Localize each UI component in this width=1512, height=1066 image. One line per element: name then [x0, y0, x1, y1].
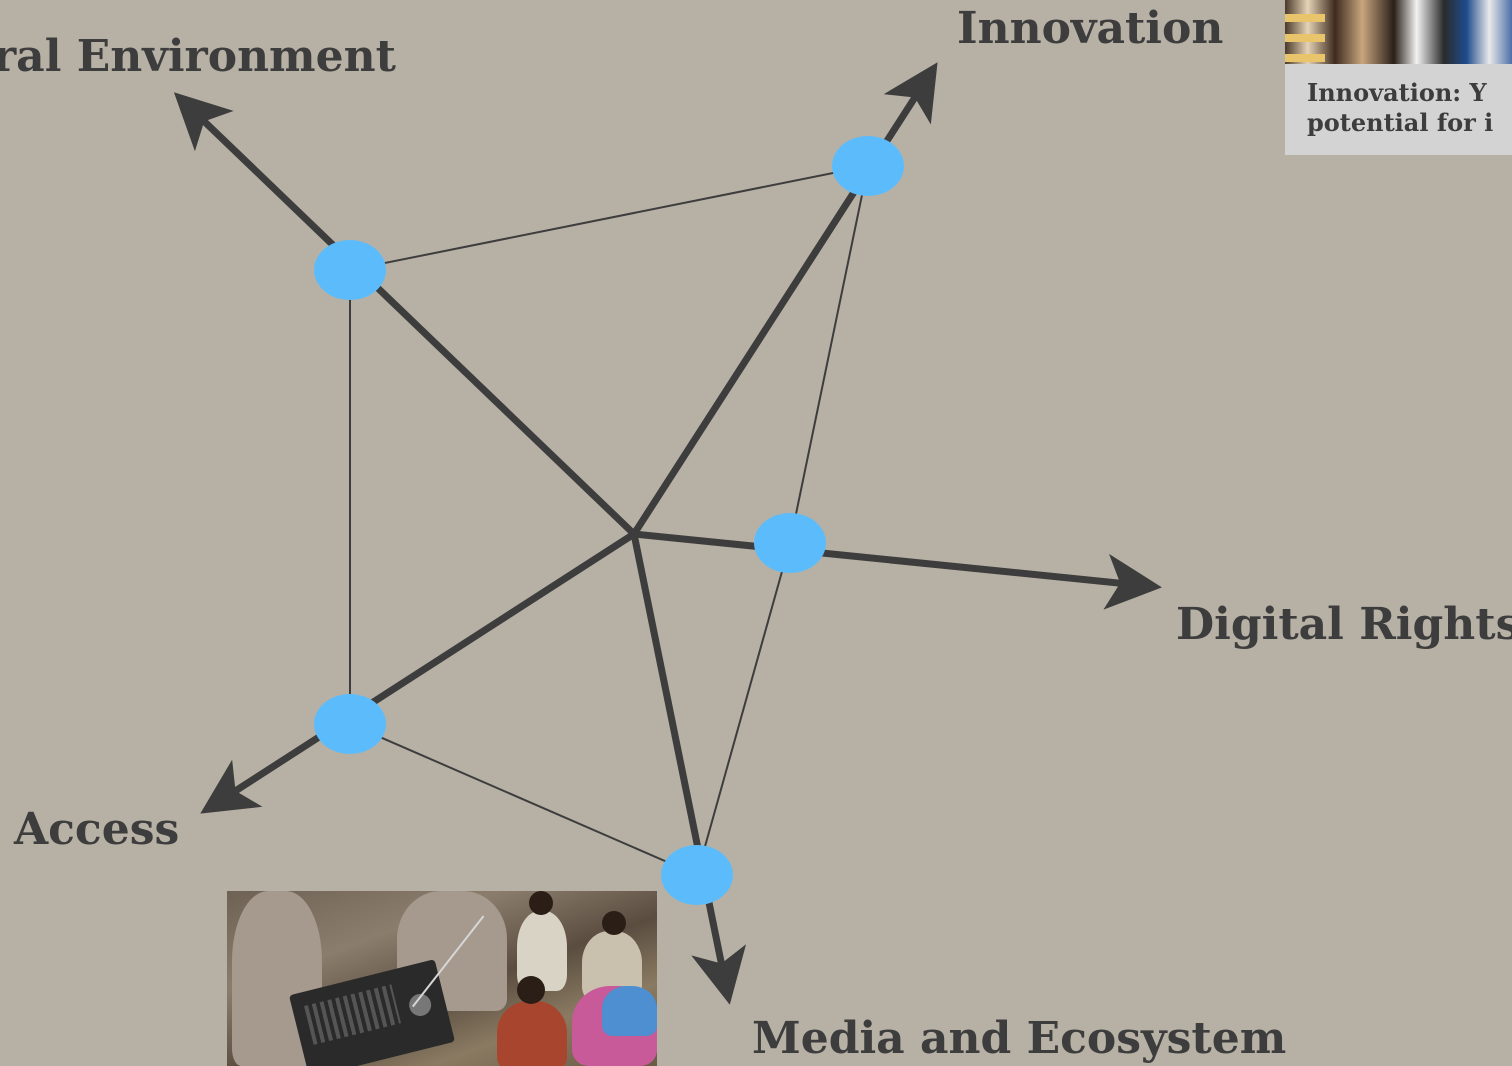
- axis-label-media: Media and Ecosystem: [752, 1013, 1287, 1064]
- node-innovation: [832, 136, 904, 196]
- radio-listeners-photo: [227, 891, 657, 1066]
- connector-legal-innovation: [349, 165, 869, 271]
- connector-media-access: [349, 723, 698, 876]
- node-media: [661, 845, 733, 905]
- axis-label-digital-rights: Digital Rights: [1176, 599, 1512, 650]
- person-front: [497, 1001, 567, 1066]
- person-head: [517, 976, 545, 1004]
- axis-arrow-media: [630, 533, 747, 1005]
- axis-arrow-legal: [173, 92, 637, 537]
- connector-digital-media: [696, 542, 791, 876]
- innovation-caption-box: Innovation: Y potential for i: [1285, 64, 1512, 155]
- node-access: [314, 694, 386, 754]
- axis-label-legal: ral Environment: [0, 31, 396, 82]
- axis-label-innovation: Innovation: [957, 3, 1224, 54]
- person-head: [529, 891, 553, 915]
- axis-arrow-digital-rights: [633, 530, 1162, 610]
- node-digital-rights: [754, 513, 826, 573]
- person-head: [602, 911, 626, 935]
- radio-grille: [303, 984, 401, 1045]
- person-blue: [602, 986, 657, 1036]
- node-legal: [314, 240, 386, 300]
- innovation-caption-text: Innovation: Y potential for i: [1307, 78, 1494, 137]
- axis-label-access: Access: [14, 804, 180, 855]
- connector-innovation-digital: [789, 165, 869, 544]
- axis-arrow-access: [200, 531, 636, 814]
- innovation-photo: [1285, 0, 1512, 64]
